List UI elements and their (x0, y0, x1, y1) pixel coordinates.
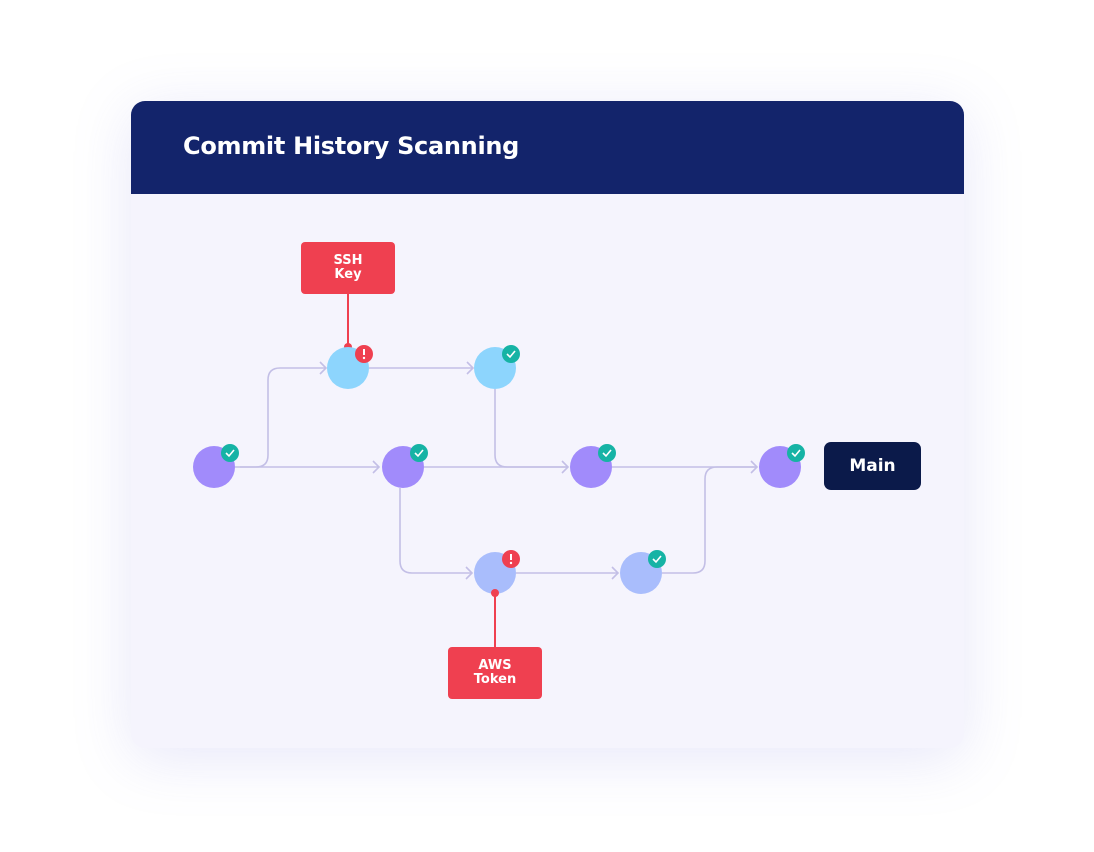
check-badge-icon (648, 550, 666, 568)
finding-tag-aws-token[interactable]: AWS Token (448, 647, 542, 699)
arrowhead-icon (611, 566, 620, 580)
exclamation-dot (509, 561, 513, 565)
commit-scan-card: Commit History Scanning (131, 101, 964, 748)
arrowhead-icon (750, 460, 759, 474)
branch-label-main[interactable]: Main (824, 442, 921, 490)
finding-dot (491, 589, 499, 597)
check-badge-icon (221, 444, 239, 462)
check-icon (652, 555, 662, 564)
graph-edge (399, 488, 472, 574)
finding-tag-ssh-key[interactable]: SSH Key (301, 242, 395, 294)
arrowhead-icon (372, 460, 381, 474)
card-header: Commit History Scanning (131, 101, 964, 194)
card-title: Commit History Scanning (183, 132, 520, 160)
check-icon (791, 449, 801, 458)
arrowhead-icon (466, 361, 475, 375)
finding-line2: Key (334, 267, 362, 282)
graph-edge (240, 367, 326, 468)
check-icon (506, 350, 516, 359)
arrowhead-icon (465, 566, 474, 580)
check-badge-icon (598, 444, 616, 462)
check-badge-icon (502, 345, 520, 363)
arrowhead-icon (561, 460, 570, 474)
finding-line1: AWS (478, 658, 512, 673)
check-icon (225, 449, 235, 458)
arrowhead-icon (319, 361, 328, 375)
check-icon (602, 449, 612, 458)
graph-edge (662, 466, 757, 574)
exclamation-dot (362, 356, 366, 360)
finding-line1: SSH (333, 253, 363, 268)
graph-edge (494, 389, 568, 468)
check-badge-icon (410, 444, 428, 462)
check-icon (414, 449, 424, 458)
finding-line2: Token (473, 672, 517, 687)
check-badge-icon (787, 444, 805, 462)
